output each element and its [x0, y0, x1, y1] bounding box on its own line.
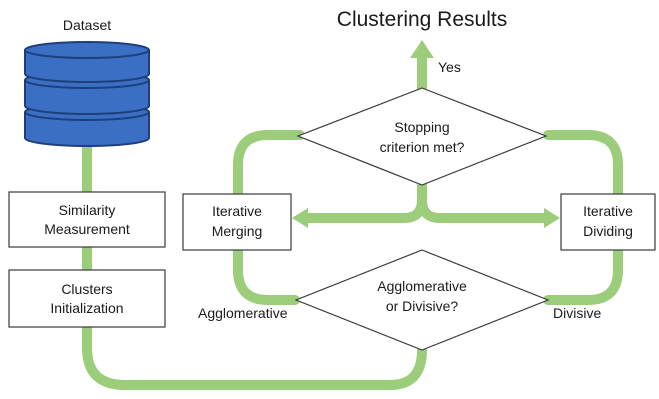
- flow-lines: [82, 40, 623, 390]
- iterative-merging-box: Iterative Merging: [182, 193, 292, 251]
- agglo-div-line1: Agglomerative: [377, 278, 467, 294]
- agglomerative-label: Agglomerative: [198, 305, 288, 321]
- similarity-measurement-box: Similarity Measurement: [8, 191, 166, 248]
- iterative-dividing-line1: Iterative: [583, 203, 633, 219]
- arrow-to-results: [410, 40, 434, 58]
- flow-stopping-to-dividing: [417, 195, 553, 223]
- stopping-line1: Stopping: [394, 119, 449, 135]
- similarity-line1: Similarity: [59, 202, 116, 218]
- flow-decision-to-merging: [233, 245, 300, 305]
- arrow-to-dividing: [544, 208, 560, 228]
- clusters-initialization-box: Clusters Initialization: [8, 269, 166, 328]
- dataset-label: Dataset: [63, 17, 111, 33]
- divisive-label: Divisive: [553, 305, 601, 321]
- stopping-line2: criterion met?: [380, 139, 465, 155]
- agglomerative-or-divisive-diamond: Agglomerative or Divisive?: [294, 249, 550, 351]
- flow-clusters-to-decision: [82, 322, 427, 390]
- stopping-criterion-diamond: Stopping criterion met?: [296, 87, 548, 186]
- iterative-dividing-line2: Dividing: [583, 223, 633, 239]
- flow-dividing-to-stopping: [543, 130, 623, 199]
- clusters-line2: Initialization: [50, 300, 123, 316]
- yes-label: Yes: [438, 59, 461, 75]
- similarity-line2: Measurement: [44, 221, 130, 237]
- arrow-to-merging: [292, 208, 308, 228]
- database-icon: [24, 41, 150, 147]
- clusters-line1: Clusters: [61, 281, 112, 297]
- agglo-div-line2: or Divisive?: [386, 298, 459, 314]
- flow-stopping-to-merging: [301, 180, 427, 223]
- flow-decision-to-dividing: [543, 245, 623, 305]
- flow-merging-to-stopping: [233, 130, 305, 199]
- iterative-merging-line1: Iterative: [212, 203, 262, 219]
- iterative-dividing-box: Iterative Dividing: [560, 193, 656, 251]
- iterative-merging-line2: Merging: [212, 223, 263, 239]
- clustering-results-title: Clustering Results: [337, 8, 507, 31]
